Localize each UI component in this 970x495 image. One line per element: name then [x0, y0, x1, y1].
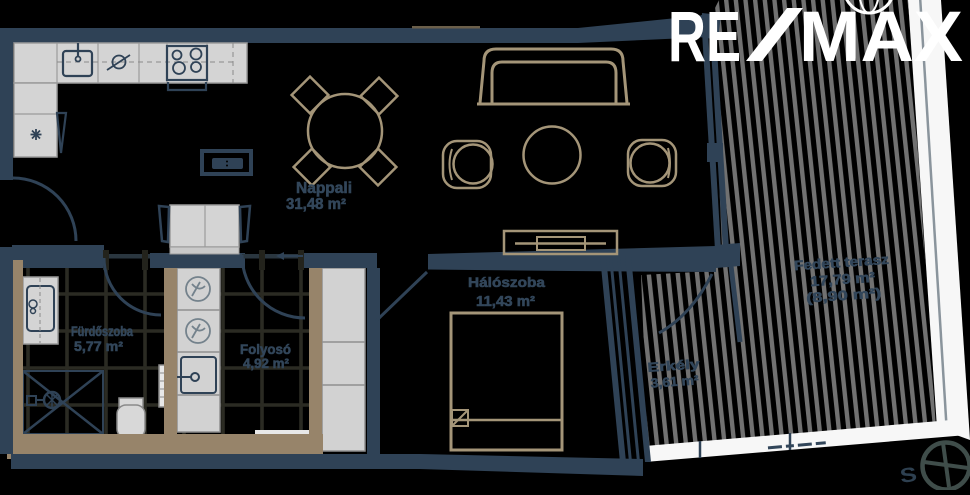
- svg-text:17,79 m²: 17,79 m²: [810, 269, 876, 290]
- svg-text:MAX: MAX: [799, 0, 963, 77]
- svg-text:RE: RE: [668, 0, 741, 77]
- svg-text:S: S: [898, 462, 918, 487]
- svg-text:Folyosó: Folyosó: [240, 342, 291, 357]
- svg-text:Hálószoba: Hálószoba: [468, 274, 545, 290]
- svg-text:4,92 m²: 4,92 m²: [243, 356, 289, 371]
- svg-text:5,77 m²: 5,77 m²: [74, 339, 124, 354]
- svg-text:Nappali: Nappali: [296, 180, 352, 197]
- svg-text:(8,90 m²): (8,90 m²): [806, 285, 882, 305]
- svg-text:31,48 m²: 31,48 m²: [286, 196, 346, 213]
- svg-text:11,43 m²: 11,43 m²: [476, 294, 535, 310]
- svg-text:Fedett terasz: Fedett terasz: [794, 252, 890, 274]
- svg-text:Erkély: Erkély: [647, 356, 701, 375]
- svg-text:3,61 m²: 3,61 m²: [650, 372, 700, 390]
- svg-text:Fürdőszoba: Fürdőszoba: [71, 324, 133, 339]
